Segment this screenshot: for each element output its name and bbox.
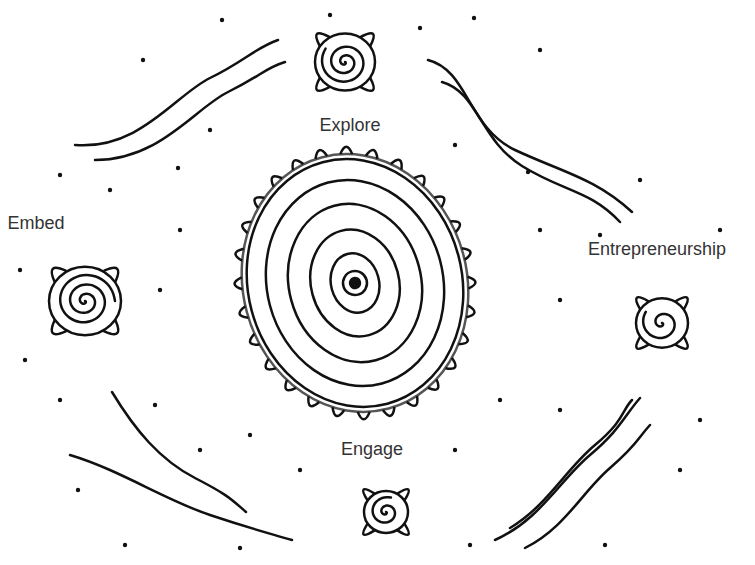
circle-bump <box>238 306 248 320</box>
symbol-leg <box>676 337 688 349</box>
symbol-leg <box>363 524 374 535</box>
circle-bump <box>426 379 439 391</box>
turtle-symbol <box>28 245 142 357</box>
circle-bump <box>450 219 461 233</box>
symbol-leg <box>636 337 648 349</box>
symbol-leg <box>636 297 648 309</box>
symbol-leg <box>398 489 409 500</box>
symbol-leg <box>398 524 409 535</box>
symbol-leg <box>363 489 374 500</box>
symbol-node: Embed <box>28 245 142 357</box>
circle-bump <box>264 358 276 371</box>
symbol-leg <box>52 320 66 334</box>
symbol-leg <box>361 78 374 91</box>
circle-bump <box>390 159 403 172</box>
circle-bump <box>284 378 296 391</box>
symbol-label: Embed <box>7 212 64 234</box>
circle-bump <box>462 246 472 260</box>
symbol-spiral <box>373 497 395 522</box>
turtle-symbol <box>345 466 427 558</box>
symbol-leg <box>104 320 118 334</box>
turtle-symbol <box>295 12 395 112</box>
circle-bump <box>339 146 352 158</box>
symbol-leg <box>361 33 374 46</box>
circle-bump <box>235 249 247 262</box>
symbol-leg <box>676 297 688 309</box>
symbol-label: Engage <box>341 438 403 460</box>
circle-bump <box>456 332 468 345</box>
circle-bump <box>332 405 345 417</box>
symbol-ring <box>364 491 408 533</box>
circle-bump <box>314 149 328 159</box>
circle-bump <box>414 175 426 188</box>
symbol-label: Explore <box>319 114 380 136</box>
symbol-ring <box>636 298 688 347</box>
symbol-spiral <box>643 312 674 338</box>
turtle-symbol <box>612 277 712 369</box>
circle-bump <box>443 358 456 371</box>
symbol-node: Engage <box>345 466 427 558</box>
symbol-node: Explore <box>295 12 395 112</box>
wavy-lines <box>70 40 650 548</box>
symbol-spiral <box>322 47 363 82</box>
symbol-leg <box>316 78 329 91</box>
circle-bump <box>248 333 259 347</box>
dots <box>18 13 722 550</box>
circle-bump <box>307 394 320 407</box>
circle-bump <box>291 158 304 170</box>
symbol-ring <box>49 267 121 335</box>
symbol-spiral <box>60 275 115 322</box>
symbol-leg <box>104 268 118 282</box>
circle-bump <box>365 149 378 161</box>
circle-bump <box>358 409 371 421</box>
symbol-node: Entrepreneurship <box>612 277 712 369</box>
circle-bump <box>463 304 475 317</box>
circle-bump <box>406 396 419 408</box>
symbol-ring <box>315 34 375 91</box>
symbol-leg <box>316 33 329 46</box>
circle-bump <box>465 275 476 289</box>
symbol-label: Entrepreneurship <box>588 238 726 260</box>
circle-bump <box>434 195 446 208</box>
circle-bump <box>271 174 284 186</box>
circle-bump <box>383 407 397 417</box>
symbol-leg <box>52 268 66 282</box>
central-circle <box>204 119 506 446</box>
circle-bump <box>254 196 267 209</box>
circle-bump <box>242 221 254 234</box>
circle-bump <box>233 277 244 291</box>
